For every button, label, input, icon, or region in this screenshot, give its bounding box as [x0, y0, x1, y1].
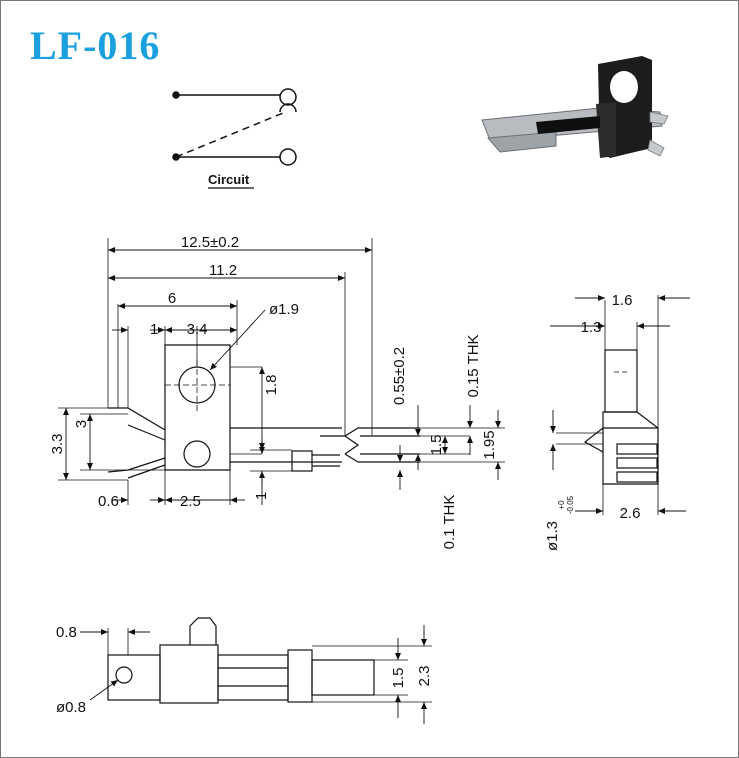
dim-side-26: 2.6	[620, 505, 641, 522]
dim-three-four: 3.4	[187, 321, 208, 338]
dim-inner: 11.2	[209, 262, 237, 279]
dim-overall: 12.5±0.2	[181, 234, 239, 251]
dim-three-three: 3.3	[49, 434, 66, 455]
part-title: LF-016	[30, 23, 161, 68]
dim-six: 6	[168, 290, 176, 307]
product-photo	[481, 56, 669, 158]
dim-side-tol-dn: -0.05	[566, 495, 575, 514]
dim-one-nine-five: 1.95	[481, 430, 498, 459]
dim-side-16: 1.6	[612, 292, 633, 309]
dim-zero-six: 0.6	[98, 493, 119, 510]
dim-bot-dia08: ø0.8	[56, 699, 86, 716]
dim-three: 3	[73, 420, 90, 428]
dim-bot-23: 2.3	[416, 666, 433, 687]
dim-one-five: 1.5	[428, 435, 445, 456]
dim-side-dia: ø1.3	[544, 521, 561, 551]
dim-one: 1	[150, 321, 158, 338]
bottom-view	[107, 617, 375, 704]
dim-side-tol-up: +0	[557, 500, 566, 510]
top-view	[107, 344, 420, 479]
side-view	[583, 349, 659, 485]
circuit-symbol	[172, 88, 297, 166]
dim-bot-15: 1.5	[390, 668, 407, 689]
dim-one-eight: 1.8	[263, 375, 280, 396]
circuit-label: Circuit	[208, 172, 250, 187]
dim-two-five: 2.5	[180, 493, 201, 510]
dim-one-bottom: 1	[253, 492, 270, 500]
dim-side-13: 1.3	[581, 319, 602, 336]
dim-thk015: 0.15 THK	[465, 334, 482, 397]
dim-thk055: 0.55±0.2	[391, 347, 408, 405]
dim-bot-08: 0.8	[56, 624, 77, 641]
dim-dia-big: ø1.9	[269, 301, 299, 318]
dim-thk01: 0.1 THK	[441, 495, 458, 550]
